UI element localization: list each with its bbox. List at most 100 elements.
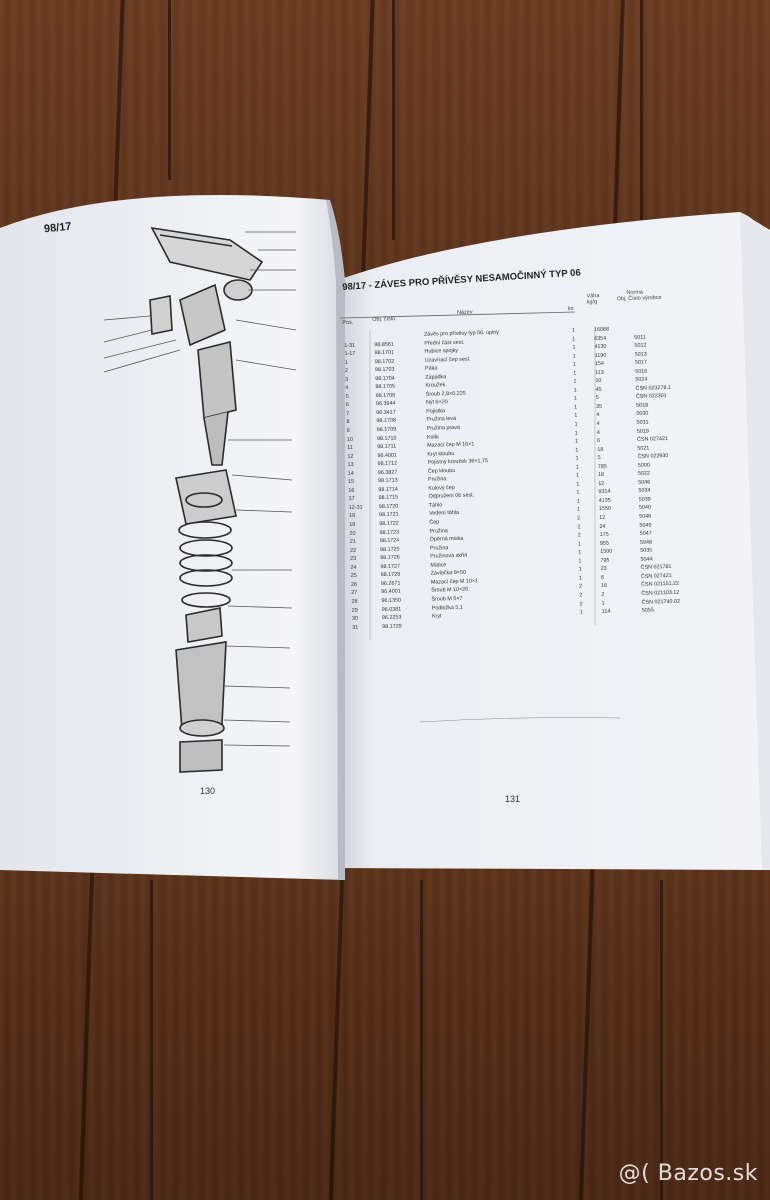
table-cell: 98.1726 bbox=[380, 554, 400, 562]
table-cell: 98.1709 bbox=[376, 426, 397, 434]
table-cell: 98.1711 bbox=[377, 443, 397, 451]
table-cell: 12-31 bbox=[348, 504, 363, 511]
table-cell: 12 bbox=[599, 514, 606, 521]
table-cell: 45 bbox=[595, 386, 602, 393]
table-cell: 23 bbox=[350, 555, 357, 563]
table-cell: 9314 bbox=[598, 489, 611, 496]
table-cell: 30 bbox=[351, 615, 359, 622]
table-cell: 96.2253 bbox=[381, 614, 402, 622]
table-cell: 2 bbox=[577, 532, 581, 539]
table-cell: 5016 bbox=[635, 368, 648, 375]
table-cell: 1 bbox=[574, 412, 578, 420]
col-header-name: Název bbox=[456, 309, 473, 316]
table-cell: 12 bbox=[347, 453, 354, 460]
table-cell: 10 bbox=[346, 436, 354, 443]
table-cell: Pružina pravá bbox=[426, 424, 461, 432]
table-cell: 1 bbox=[575, 472, 580, 479]
table-cell: 1 bbox=[578, 558, 582, 565]
table-cell: 5011 bbox=[634, 334, 646, 341]
table-cell: 5 bbox=[595, 395, 599, 402]
table-cell: 4135 bbox=[598, 497, 611, 504]
table-cell: 1 bbox=[576, 489, 580, 496]
table-cell: 5 bbox=[345, 393, 349, 400]
right-page-number: 131 bbox=[505, 794, 521, 804]
table-cell: 5046 bbox=[638, 479, 651, 486]
table-cell: 5013 bbox=[634, 351, 647, 358]
table-cell: ČSN 027421 bbox=[636, 436, 669, 443]
table-cell: ČSN 021151.22 bbox=[641, 581, 680, 589]
table-cell: 98.1702 bbox=[374, 358, 395, 365]
table-cell: 98.1703 bbox=[374, 366, 395, 374]
table-cell: 96.3417 bbox=[376, 409, 396, 417]
table-cell: ČSN 023278.1 bbox=[635, 384, 672, 392]
table-cell: ČSN 021740.02 bbox=[641, 598, 681, 606]
table-cell: 5035 bbox=[640, 547, 653, 555]
table-cell: 98.1720 bbox=[378, 503, 399, 511]
table-cell: 114 bbox=[601, 608, 611, 615]
table-cell: 1190 bbox=[594, 352, 607, 359]
table-cell: 2 bbox=[579, 583, 583, 590]
table-cell: 6 bbox=[597, 438, 601, 445]
table-cell: 5055 bbox=[641, 607, 654, 614]
table-cell: 18 bbox=[597, 472, 605, 479]
table-cell: 1 bbox=[573, 370, 577, 377]
table-cell: 18 bbox=[597, 446, 604, 453]
table-cell: Čep kloubu bbox=[427, 467, 456, 475]
table-cell: 27 bbox=[351, 590, 358, 597]
table-cell: 98.1706 bbox=[375, 392, 396, 399]
table-cell: 98.1714 bbox=[378, 486, 398, 493]
table-cell: 5021 bbox=[637, 445, 650, 452]
table-cell: ČSN 021103.12 bbox=[641, 589, 680, 597]
table-cell: Šroub M 10×20 bbox=[431, 587, 469, 595]
table-cell: Nýt 6×20 bbox=[425, 399, 448, 407]
table-cell: 98.1725 bbox=[379, 546, 400, 553]
table-cell: Pružinová skříň bbox=[430, 552, 468, 560]
table-cell: 98.1729 bbox=[382, 623, 402, 630]
table-cell: Pojistný kroužek 36×1,75 bbox=[427, 458, 489, 466]
table-cell: 96.0381 bbox=[381, 606, 402, 613]
table-cell: 96.3944 bbox=[375, 400, 396, 408]
table-cell: 4 bbox=[345, 385, 349, 392]
table-cell: 28 bbox=[351, 598, 358, 605]
table-cell: 98.1723 bbox=[379, 529, 400, 536]
table-cell: 175 bbox=[599, 531, 609, 539]
table-cell: 16 bbox=[348, 487, 355, 494]
table-cell: 5019 bbox=[636, 428, 649, 435]
table-cell: 1 bbox=[573, 378, 577, 385]
floor-plank-seam bbox=[150, 880, 153, 1200]
table-cell: 1 bbox=[601, 600, 605, 607]
table-cell: 955 bbox=[599, 540, 610, 547]
table-cell: 1 bbox=[573, 387, 577, 394]
table-cell: Přední část sest. bbox=[424, 339, 465, 347]
table-cell: 1 bbox=[344, 359, 348, 366]
table-cell: 154 bbox=[594, 360, 605, 368]
table-cell: 5030 bbox=[636, 411, 649, 418]
right-page bbox=[338, 212, 770, 870]
table-cell: 96.1350 bbox=[381, 597, 402, 605]
table-cell: Pojistka bbox=[426, 408, 446, 415]
table-cell: 4 bbox=[596, 412, 600, 419]
table-cell: 25 bbox=[350, 573, 357, 580]
table-cell: 1 bbox=[572, 361, 577, 368]
table-cell: 1 bbox=[572, 353, 576, 360]
table-cell: 1 bbox=[571, 327, 576, 334]
table-cell: 26 bbox=[350, 581, 358, 588]
table-cell: 9 bbox=[346, 427, 350, 434]
table-cell: 13 bbox=[347, 461, 354, 469]
table-cell: 5017 bbox=[634, 359, 648, 367]
table-cell: 1 bbox=[579, 609, 583, 616]
bazos-watermark: @( Bazos.sk bbox=[618, 1161, 758, 1186]
table-cell: Kulový čep bbox=[428, 484, 455, 492]
table-cell: 785 bbox=[597, 463, 607, 470]
floor-plank-seam bbox=[420, 880, 423, 1200]
table-cell: Pružina levá bbox=[426, 416, 457, 424]
table-cell: 96.3827 bbox=[377, 469, 398, 476]
exploded-parts-drawing bbox=[149, 226, 264, 773]
table-cell: 1 bbox=[578, 549, 582, 556]
callout-leader-lines bbox=[103, 231, 297, 747]
table-cell: 1550 bbox=[598, 506, 612, 513]
table-cell: Čep bbox=[429, 519, 440, 526]
table-cell: Šroub 2,8×0,225 bbox=[425, 390, 466, 398]
table-cell: 5018 bbox=[636, 402, 649, 409]
table-cell: 12 bbox=[598, 480, 605, 487]
